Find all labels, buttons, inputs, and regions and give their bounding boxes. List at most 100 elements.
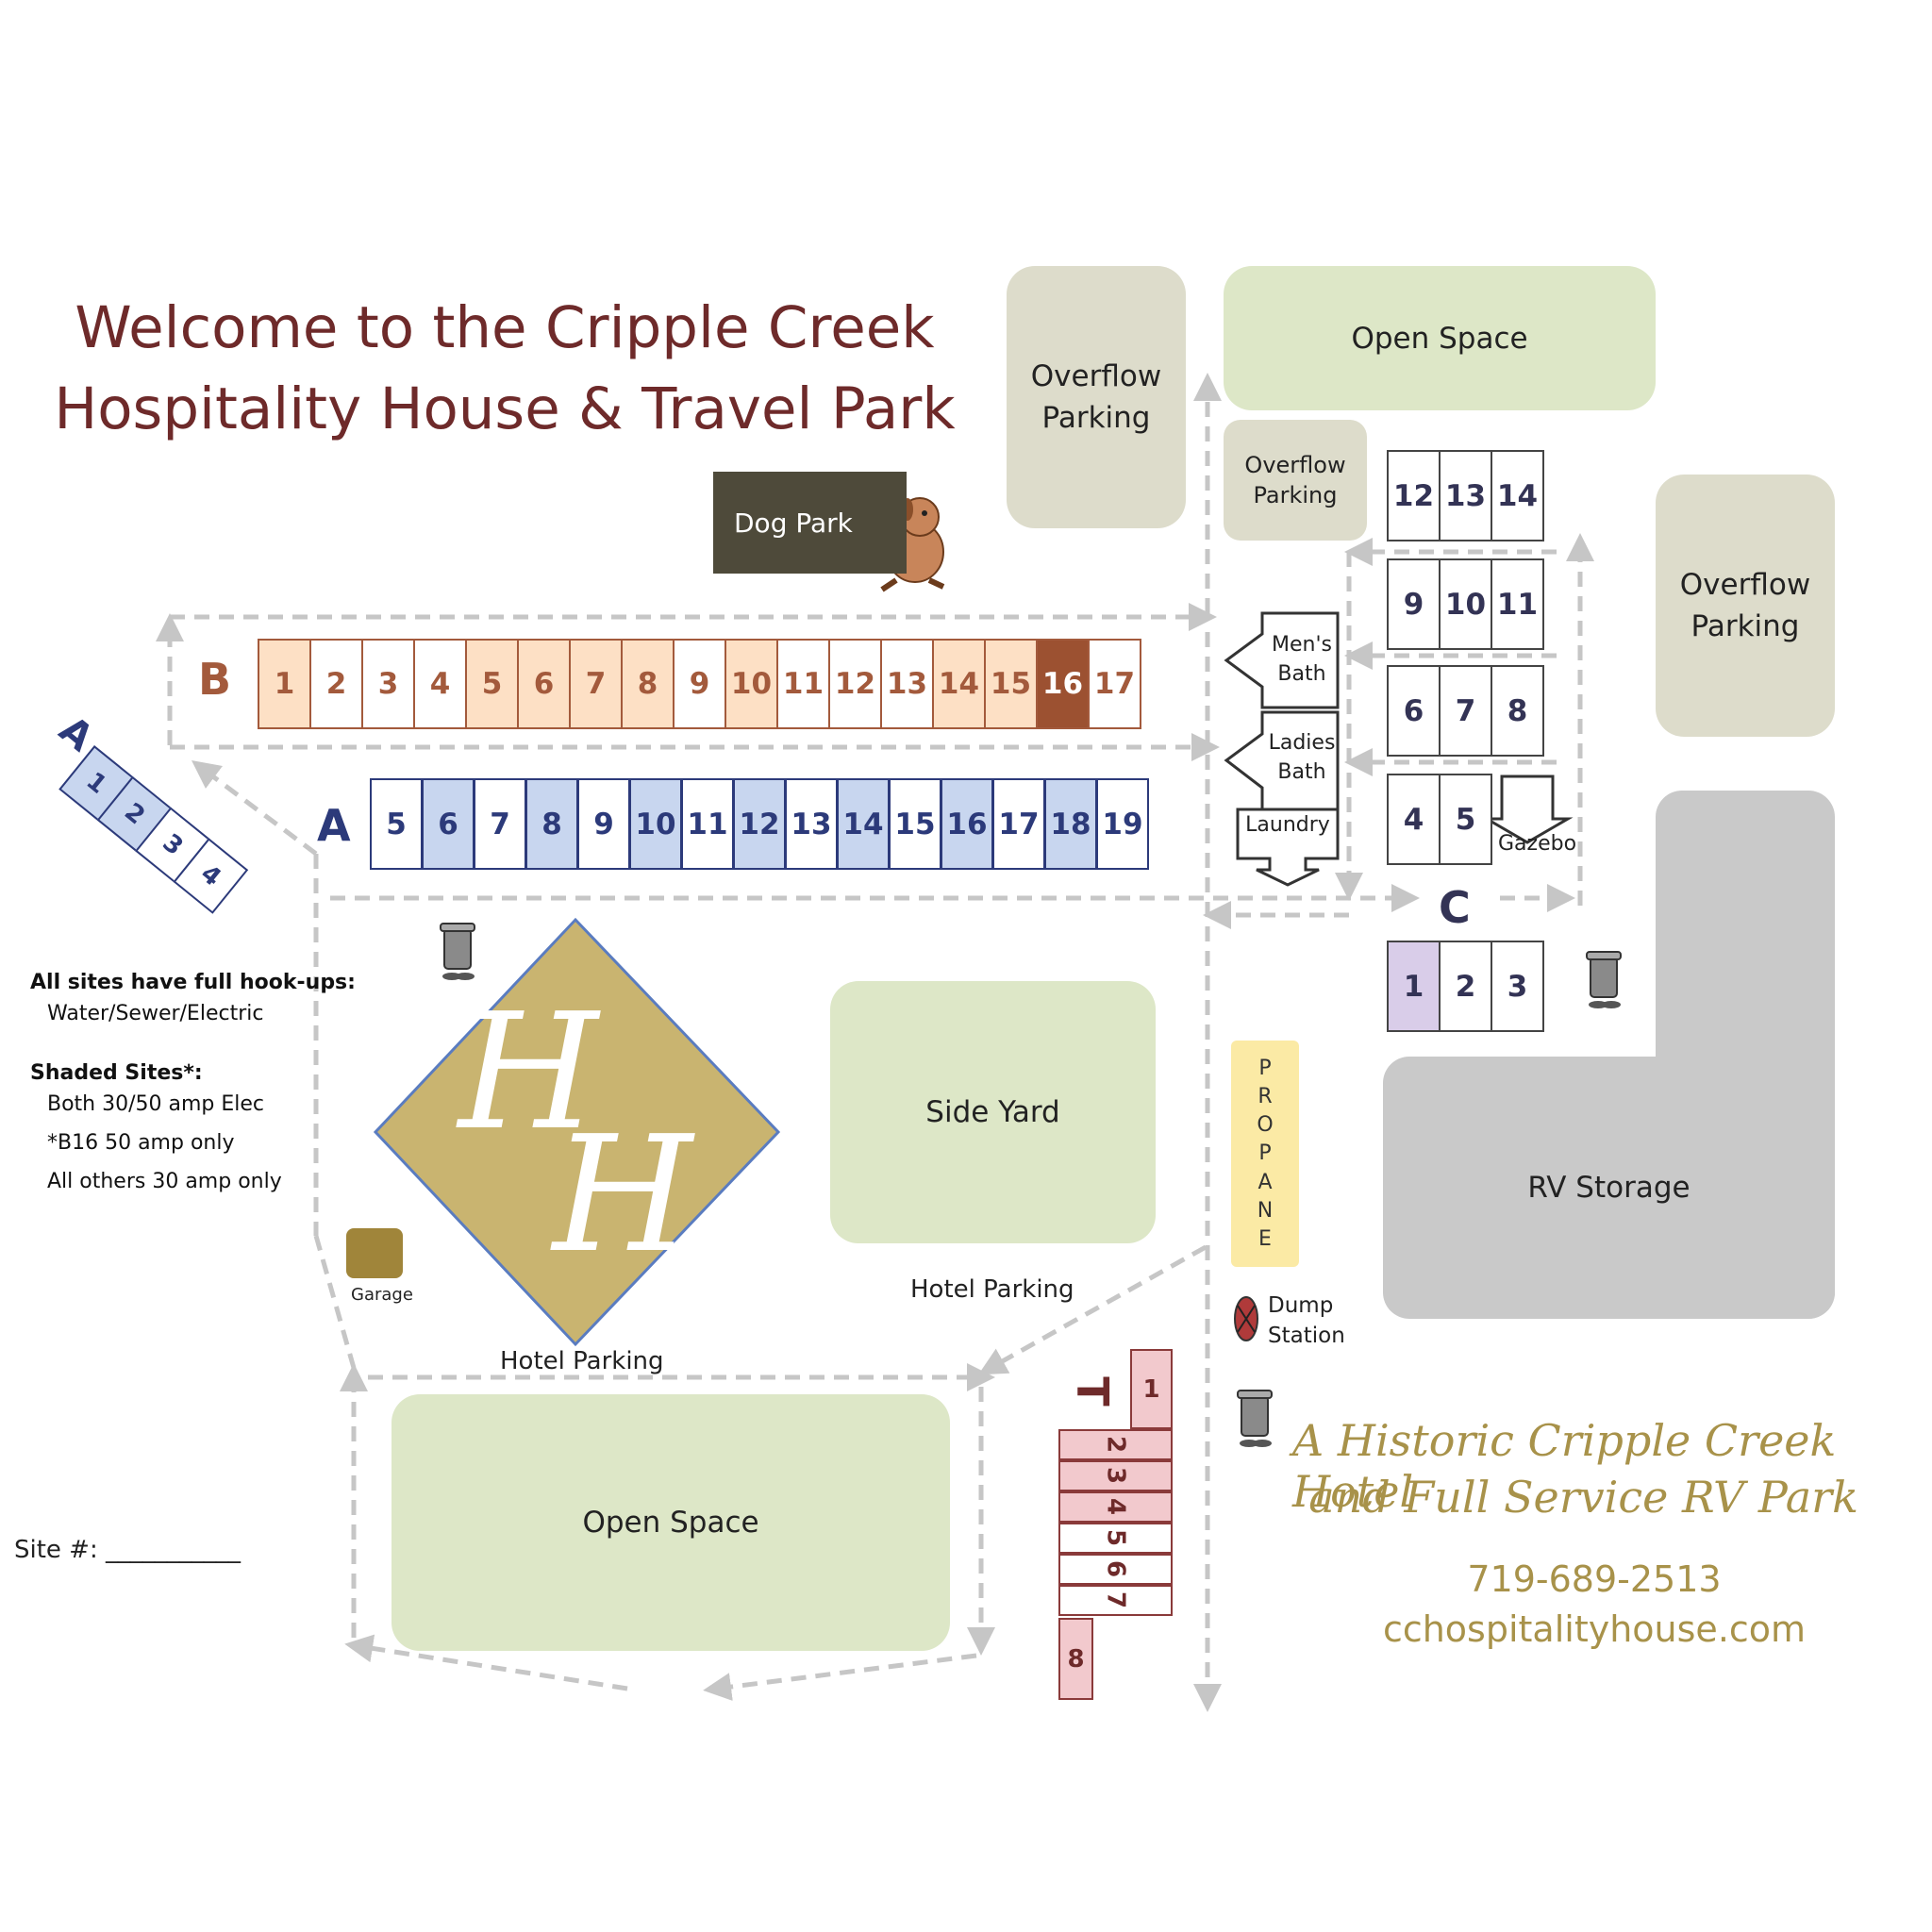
propane-letter: O xyxy=(1257,1113,1274,1138)
site-b-4[interactable]: 4 xyxy=(413,639,467,729)
bath-buildings xyxy=(1224,611,1574,887)
site-a-8[interactable]: 8 xyxy=(525,778,578,870)
site-b-1[interactable]: 1 xyxy=(258,639,311,729)
gazebo-label: Gazebo xyxy=(1498,832,1577,856)
site-t-2[interactable]: 2 xyxy=(1058,1429,1173,1460)
site-c-7[interactable]: 7 xyxy=(1439,665,1492,757)
svg-text:H: H xyxy=(550,1102,695,1289)
site-a-13[interactable]: 13 xyxy=(785,778,838,870)
dump-station-label: Dump Station xyxy=(1268,1293,1345,1348)
propane-letter: A xyxy=(1257,1170,1273,1194)
trash-can-icon xyxy=(1237,1390,1273,1447)
site-c-4[interactable]: 4 xyxy=(1387,774,1441,865)
site-c-14[interactable]: 14 xyxy=(1491,450,1544,541)
site-c-13[interactable]: 13 xyxy=(1439,450,1492,541)
site-a-17[interactable]: 17 xyxy=(992,778,1045,870)
site-t-1[interactable]: 1 xyxy=(1130,1349,1173,1429)
site-a-15[interactable]: 15 xyxy=(889,778,941,870)
site-b-15[interactable]: 15 xyxy=(984,639,1038,729)
site-b-14[interactable]: 14 xyxy=(932,639,986,729)
site-a-5[interactable]: 5 xyxy=(370,778,423,870)
propane-letter: R xyxy=(1257,1084,1273,1108)
site-a-6[interactable]: 6 xyxy=(422,778,475,870)
site-b-9[interactable]: 9 xyxy=(673,639,726,729)
site-b-17[interactable]: 17 xyxy=(1088,639,1141,729)
overflow-parking-mid: Overflow Parking xyxy=(1224,420,1367,541)
site-c-9[interactable]: 9 xyxy=(1387,558,1441,650)
hookups-heading: All sites have full hook-ups: xyxy=(30,971,356,994)
site-c-12[interactable]: 12 xyxy=(1387,450,1441,541)
hotel-parking-label: Hotel Parking xyxy=(500,1347,664,1375)
site-t-7[interactable]: 7 xyxy=(1058,1585,1173,1616)
propane-letter: P xyxy=(1258,1056,1272,1080)
site-a-19[interactable]: 19 xyxy=(1096,778,1149,870)
site-b-16[interactable]: 16 xyxy=(1036,639,1090,729)
shaded-heading: Shaded Sites*: xyxy=(30,1061,203,1085)
trash-can-icon xyxy=(1586,951,1622,1008)
dump-station-icon xyxy=(1234,1296,1258,1341)
site-b-6[interactable]: 6 xyxy=(517,639,571,729)
rv-storage: RV Storage xyxy=(1383,1057,1835,1319)
propane-letter: P xyxy=(1258,1141,1272,1166)
mens-bath-label: Men's Bath xyxy=(1272,633,1332,686)
garage-building xyxy=(346,1228,403,1278)
site-t-3[interactable]: 3 xyxy=(1058,1460,1173,1491)
propane-letter: E xyxy=(1258,1227,1272,1252)
site-a-16[interactable]: 16 xyxy=(941,778,993,870)
title-line-1: Welcome to the Cripple Creek xyxy=(75,294,935,361)
website-link[interactable]: cchospitalityhouse.com xyxy=(1382,1608,1807,1650)
site-a-9[interactable]: 9 xyxy=(577,778,630,870)
svg-text:H: H xyxy=(456,979,601,1166)
propane-letter: N xyxy=(1257,1199,1274,1224)
overflow-parking-right: Overflow Parking xyxy=(1656,475,1835,737)
shaded-line: Both 30/50 amp Elec xyxy=(47,1092,265,1116)
ladies-bath-label: Ladies Bath xyxy=(1268,731,1336,784)
phone-number: 719-689-2513 xyxy=(1467,1558,1722,1600)
site-b-10[interactable]: 10 xyxy=(724,639,778,729)
tagline-line-2: and Full Service RV Park xyxy=(1308,1472,1858,1523)
shaded-line: *B16 50 amp only xyxy=(47,1131,235,1155)
open-space-bottom: Open Space xyxy=(391,1394,950,1651)
site-a-14[interactable]: 14 xyxy=(837,778,890,870)
site-t-4[interactable]: 4 xyxy=(1058,1491,1173,1523)
site-b-12[interactable]: 12 xyxy=(828,639,882,729)
site-a-18[interactable]: 18 xyxy=(1044,778,1097,870)
site-c-10[interactable]: 10 xyxy=(1439,558,1492,650)
site-b-2[interactable]: 2 xyxy=(309,639,363,729)
site-t-5[interactable]: 5 xyxy=(1058,1523,1173,1554)
page-title: Welcome to the Cripple Creek Hospitality… xyxy=(38,288,972,450)
site-a-7[interactable]: 7 xyxy=(474,778,526,870)
site-b-7[interactable]: 7 xyxy=(569,639,623,729)
site-c-5[interactable]: 5 xyxy=(1439,774,1492,865)
site-t-6[interactable]: 6 xyxy=(1058,1554,1173,1585)
site-number-field[interactable]: Site #: ___________ xyxy=(14,1536,241,1564)
site-c-11[interactable]: 11 xyxy=(1491,558,1544,650)
site-c-6[interactable]: 6 xyxy=(1387,665,1441,757)
site-c-2[interactable]: 2 xyxy=(1439,941,1492,1032)
site-a-12[interactable]: 12 xyxy=(733,778,786,870)
overflow-parking-top: Overflow Parking xyxy=(1007,266,1186,528)
hotel-parking-label: Hotel Parking xyxy=(910,1275,1074,1304)
site-c-8[interactable]: 8 xyxy=(1491,665,1544,757)
site-b-8[interactable]: 8 xyxy=(621,639,675,729)
garage-label: Garage xyxy=(351,1285,413,1305)
site-t-8[interactable]: 8 xyxy=(1058,1618,1093,1700)
site-c-1[interactable]: 1 xyxy=(1387,941,1441,1032)
row-letter-b: B xyxy=(198,654,232,705)
shaded-line: All others 30 amp only xyxy=(47,1170,282,1193)
site-a-11[interactable]: 11 xyxy=(681,778,734,870)
hotel-logo: H H xyxy=(373,917,781,1347)
row-letter-a: A xyxy=(317,800,351,851)
site-b-3[interactable]: 3 xyxy=(361,639,415,729)
legend: All sites have full hook-ups: Water/Sewe… xyxy=(30,967,356,1197)
site-a-10[interactable]: 10 xyxy=(629,778,682,870)
site-b-5[interactable]: 5 xyxy=(465,639,519,729)
title-line-2: Hospitality House & Travel Park xyxy=(54,375,956,442)
side-yard: Side Yard xyxy=(830,981,1156,1243)
site-b-11[interactable]: 11 xyxy=(776,639,830,729)
site-b-13[interactable]: 13 xyxy=(880,639,934,729)
hookups-text: Water/Sewer/Electric xyxy=(47,1002,264,1025)
site-c-3[interactable]: 3 xyxy=(1491,941,1544,1032)
